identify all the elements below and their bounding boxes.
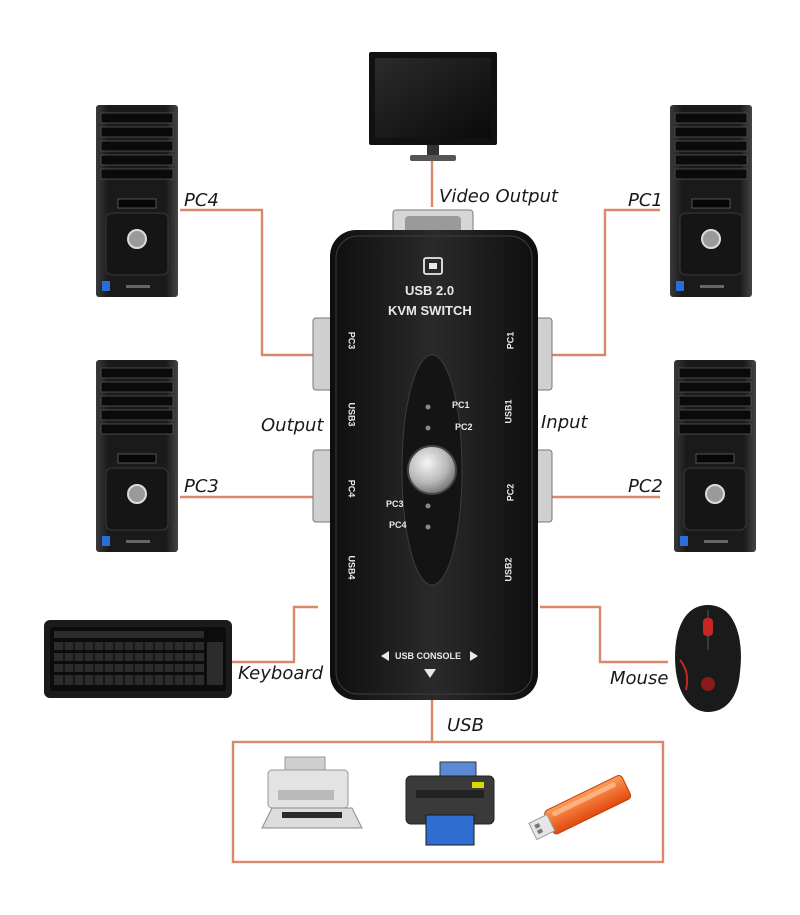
monitor-icon	[369, 52, 497, 161]
switch-port-usb1: USB1	[503, 399, 514, 424]
label-keyboard: Keyboard	[238, 663, 324, 684]
switch-led-pc3: PC3	[386, 499, 404, 509]
switch-led-pc4: PC4	[389, 520, 407, 530]
line-pc4	[180, 208, 317, 357]
switch-port-pc3: PC3	[346, 331, 357, 350]
mouse-icon	[675, 605, 741, 712]
switch-port-usb4: USB4	[346, 555, 357, 580]
switch-port-pc2: PC2	[505, 483, 516, 502]
label-pc1: PC1	[628, 190, 663, 211]
line-mouse	[540, 605, 668, 664]
usb-symbol-icon	[423, 257, 443, 275]
label-video-output: Video Output	[439, 186, 559, 207]
label-pc4: PC4	[184, 190, 219, 211]
switch-title-line2: KVM SWITCH	[388, 303, 472, 318]
label-input: Input	[541, 412, 588, 433]
label-pc3: PC3	[184, 476, 219, 497]
pc-tower-icon	[669, 104, 753, 298]
switch-title-line1: USB 2.0	[405, 283, 455, 298]
keyboard-icon	[44, 620, 232, 698]
switch-port-usb3: USB3	[346, 402, 357, 427]
connector-lines	[180, 160, 668, 864]
line-pc1	[545, 208, 660, 357]
label-output: Output	[261, 415, 324, 436]
usb-flash-drive-icon	[528, 774, 632, 841]
pc-tower-icon	[95, 104, 179, 298]
switch-port-pc1: PC1	[505, 331, 516, 350]
kvm-switch	[312, 209, 553, 700]
switch-console-label: USB CONSOLE	[395, 651, 462, 661]
label-usb: USB	[447, 715, 484, 736]
pc-tower-icon	[95, 359, 179, 553]
line-keyboard	[232, 605, 318, 664]
label-pc2: PC2	[628, 476, 663, 497]
label-mouse: Mouse	[610, 668, 669, 689]
pc-tower-icon	[673, 359, 757, 553]
switch-led-pc1: PC1	[452, 400, 470, 410]
switch-led-pc2: PC2	[455, 422, 473, 432]
laser-printer-icon	[261, 756, 363, 829]
switch-port-usb2: USB2	[503, 557, 514, 582]
switch-port-pc4: PC4	[346, 479, 357, 498]
inkjet-printer-icon	[405, 761, 495, 846]
usb-devices-frame	[231, 740, 665, 864]
